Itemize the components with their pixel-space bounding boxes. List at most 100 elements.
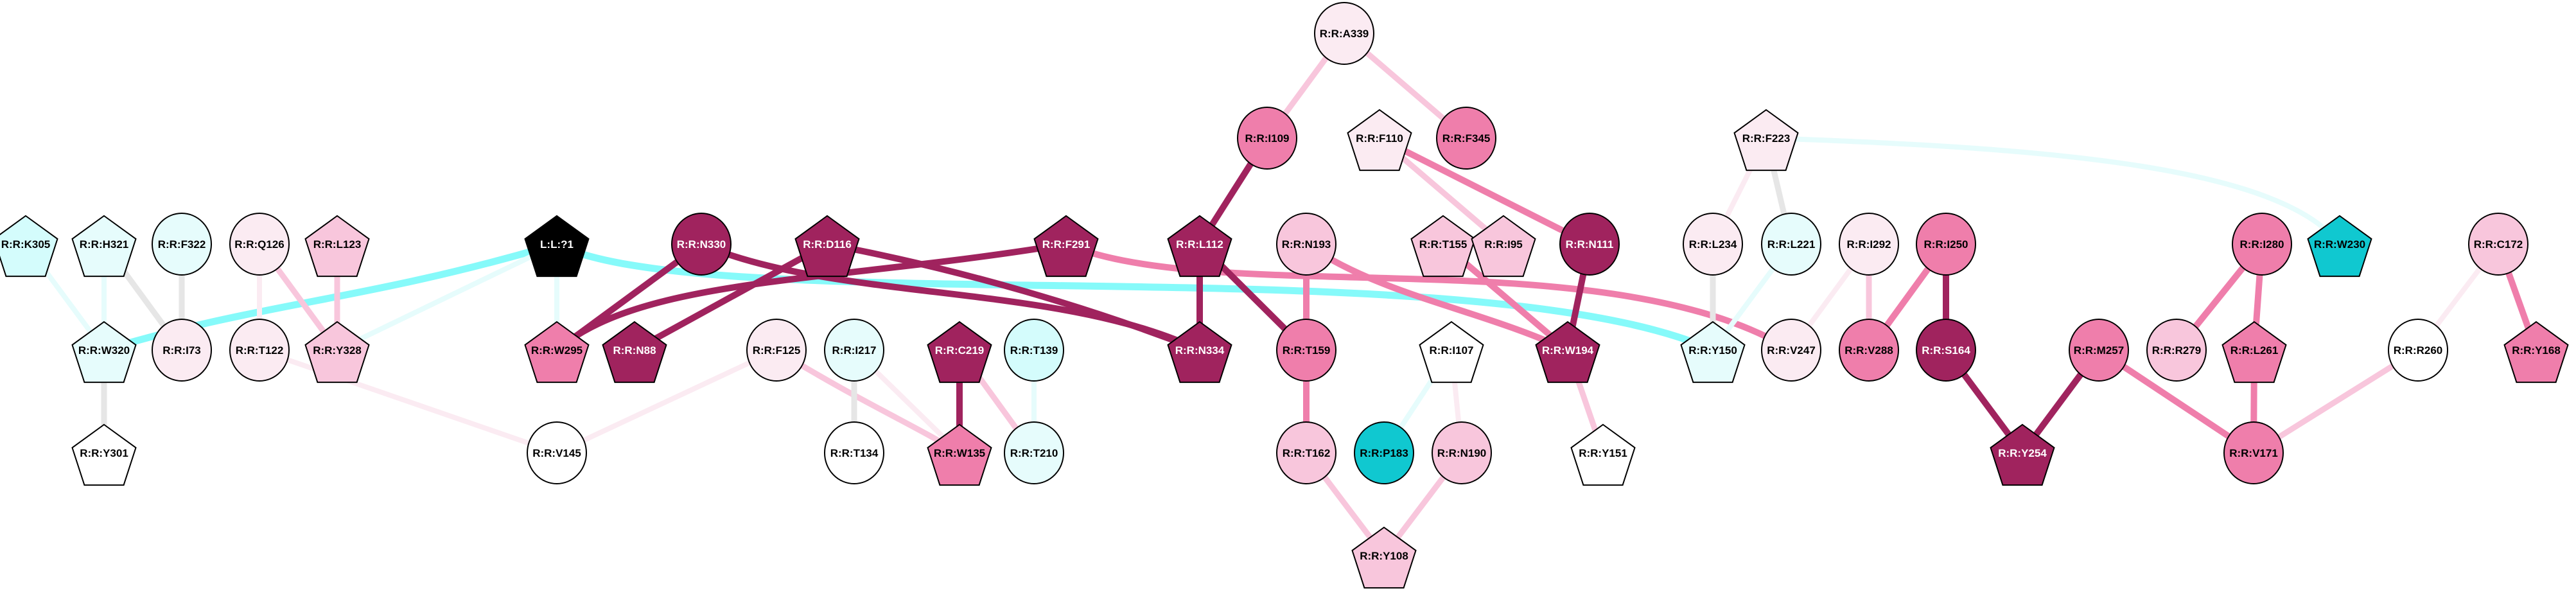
node-n88[interactable]: R:R:N88: [602, 321, 667, 384]
ellipse-node-shape: [1839, 213, 1899, 276]
ellipse-node-shape: [1436, 107, 1496, 170]
edge-n193-w194: [1304, 241, 1570, 353]
node-label: R:R:T159: [1283, 344, 1331, 357]
node-s164[interactable]: R:R:S164: [1916, 319, 1976, 382]
node-t139[interactable]: R:R:T139: [1004, 319, 1064, 382]
node-y108[interactable]: R:R:Y108: [1351, 526, 1417, 589]
node-y328[interactable]: R:R:Y328: [304, 321, 370, 384]
node-l123[interactable]: R:R:L123: [304, 215, 370, 278]
node-label: R:R:P183: [1360, 447, 1408, 459]
node-label: R:R:N111: [1566, 238, 1614, 251]
node-label: R:R:F322: [158, 238, 206, 251]
pentagon-node-shape: [304, 215, 370, 278]
node-label: R:R:N330: [677, 238, 726, 251]
node-w135[interactable]: R:R:W135: [927, 423, 992, 486]
node-label: R:R:T134: [830, 447, 879, 459]
node-y301[interactable]: R:R:Y301: [71, 423, 137, 486]
node-k305[interactable]: R:R:K305: [0, 215, 58, 278]
node-y168[interactable]: R:R:Y168: [2503, 321, 2569, 384]
pentagon-node-shape: [2307, 215, 2372, 278]
node-l261[interactable]: R:R:L261: [2221, 321, 2287, 384]
node-v288[interactable]: R:R:V288: [1839, 319, 1899, 382]
node-l221[interactable]: R:R:L221: [1761, 213, 1821, 276]
node-lig[interactable]: L:L:?1: [524, 215, 590, 278]
node-v247[interactable]: R:R:V247: [1761, 319, 1821, 382]
node-r279[interactable]: R:R:R279: [2146, 319, 2207, 382]
node-label: R:R:Y168: [2512, 344, 2561, 357]
node-label: R:R:Y328: [313, 344, 362, 357]
node-f322[interactable]: R:R:F322: [152, 213, 212, 276]
node-n334[interactable]: R:R:N334: [1167, 321, 1232, 384]
node-i107[interactable]: R:R:I107: [1419, 321, 1484, 384]
node-label: R:R:D116: [803, 238, 852, 251]
node-f125[interactable]: R:R:F125: [746, 319, 807, 382]
node-w295[interactable]: R:R:W295: [524, 321, 590, 384]
node-label: R:R:W194: [1542, 344, 1594, 357]
node-l112[interactable]: R:R:L112: [1167, 215, 1232, 278]
node-label: R:R:V145: [532, 447, 581, 459]
node-t162[interactable]: R:R:T162: [1276, 421, 1336, 484]
edge-m257-v171: [2097, 347, 2256, 456]
node-i217[interactable]: R:R:I217: [824, 319, 884, 382]
node-f223[interactable]: R:R:F223: [1733, 109, 1799, 172]
node-w194[interactable]: R:R:W194: [1535, 321, 1600, 384]
node-label: R:R:N193: [1282, 238, 1331, 251]
node-c219[interactable]: R:R:C219: [927, 321, 992, 384]
node-h321[interactable]: R:R:H321: [71, 215, 137, 278]
node-y151[interactable]: R:R:Y151: [1570, 423, 1636, 486]
node-n193[interactable]: R:R:N193: [1276, 213, 1336, 276]
pentagon-node-shape: [1167, 321, 1232, 384]
node-c172[interactable]: R:R:C172: [2468, 213, 2528, 276]
node-label: R:R:L221: [1767, 238, 1816, 251]
node-w230[interactable]: R:R:W230: [2307, 215, 2372, 278]
ellipse-node-shape: [1237, 107, 1297, 170]
node-v171[interactable]: R:R:V171: [2223, 421, 2284, 484]
node-i292[interactable]: R:R:I292: [1839, 213, 1899, 276]
node-label: R:R:Y150: [1688, 344, 1737, 357]
node-w320[interactable]: R:R:W320: [71, 321, 137, 384]
edge-d116-n334: [827, 241, 1201, 353]
node-label: R:R:Y254: [1998, 447, 2047, 459]
node-i280[interactable]: R:R:I280: [2232, 213, 2292, 276]
node-label: R:R:T139: [1010, 344, 1058, 357]
node-i73[interactable]: R:R:I73: [152, 319, 212, 382]
node-v145[interactable]: R:R:V145: [527, 421, 587, 484]
pentagon-node-shape: [71, 321, 137, 384]
ellipse-node-shape: [2468, 213, 2528, 276]
node-i250[interactable]: R:R:I250: [1916, 213, 1976, 276]
node-f345[interactable]: R:R:F345: [1436, 107, 1496, 170]
node-label: R:R:T122: [236, 344, 284, 357]
node-y150[interactable]: R:R:Y150: [1680, 321, 1746, 384]
node-d116[interactable]: R:R:D116: [794, 215, 860, 278]
node-n330[interactable]: R:R:N330: [671, 213, 732, 276]
node-n111[interactable]: R:R:N111: [1559, 213, 1620, 276]
node-i109[interactable]: R:R:I109: [1237, 107, 1297, 170]
node-l234[interactable]: R:R:L234: [1683, 213, 1743, 276]
pentagon-node-shape: [1347, 109, 1412, 172]
pentagon-node-shape: [1167, 215, 1232, 278]
node-f291[interactable]: R:R:F291: [1033, 215, 1099, 278]
node-label: R:R:V288: [1844, 344, 1893, 357]
node-t122[interactable]: R:R:T122: [229, 319, 290, 382]
node-m257[interactable]: R:R:M257: [2069, 319, 2129, 382]
ellipse-node-shape: [1839, 319, 1899, 382]
pentagon-node-shape: [1990, 423, 2055, 486]
node-f110[interactable]: R:R:F110: [1347, 109, 1412, 172]
node-i95[interactable]: R:R:I95: [1471, 215, 1536, 278]
node-p183[interactable]: R:R:P183: [1354, 421, 1414, 484]
node-r260[interactable]: R:R:R260: [2388, 319, 2448, 382]
pentagon-node-shape: [602, 321, 667, 384]
node-t155[interactable]: R:R:T155: [1410, 215, 1476, 278]
node-n190[interactable]: R:R:N190: [1432, 421, 1492, 484]
node-label: R:R:T210: [1010, 447, 1058, 459]
edge-f223-w230: [1766, 136, 2342, 246]
node-t134[interactable]: R:R:T134: [824, 421, 884, 484]
node-t210[interactable]: R:R:T210: [1004, 421, 1064, 484]
node-y254[interactable]: R:R:Y254: [1990, 423, 2055, 486]
node-t159[interactable]: R:R:T159: [1276, 319, 1336, 382]
node-label: R:R:W230: [2314, 238, 2365, 251]
node-label: R:R:I280: [2240, 238, 2284, 251]
node-a339[interactable]: R:R:A339: [1314, 2, 1374, 65]
node-q126[interactable]: R:R:Q126: [229, 213, 290, 276]
pentagon-node-shape: [927, 321, 992, 384]
